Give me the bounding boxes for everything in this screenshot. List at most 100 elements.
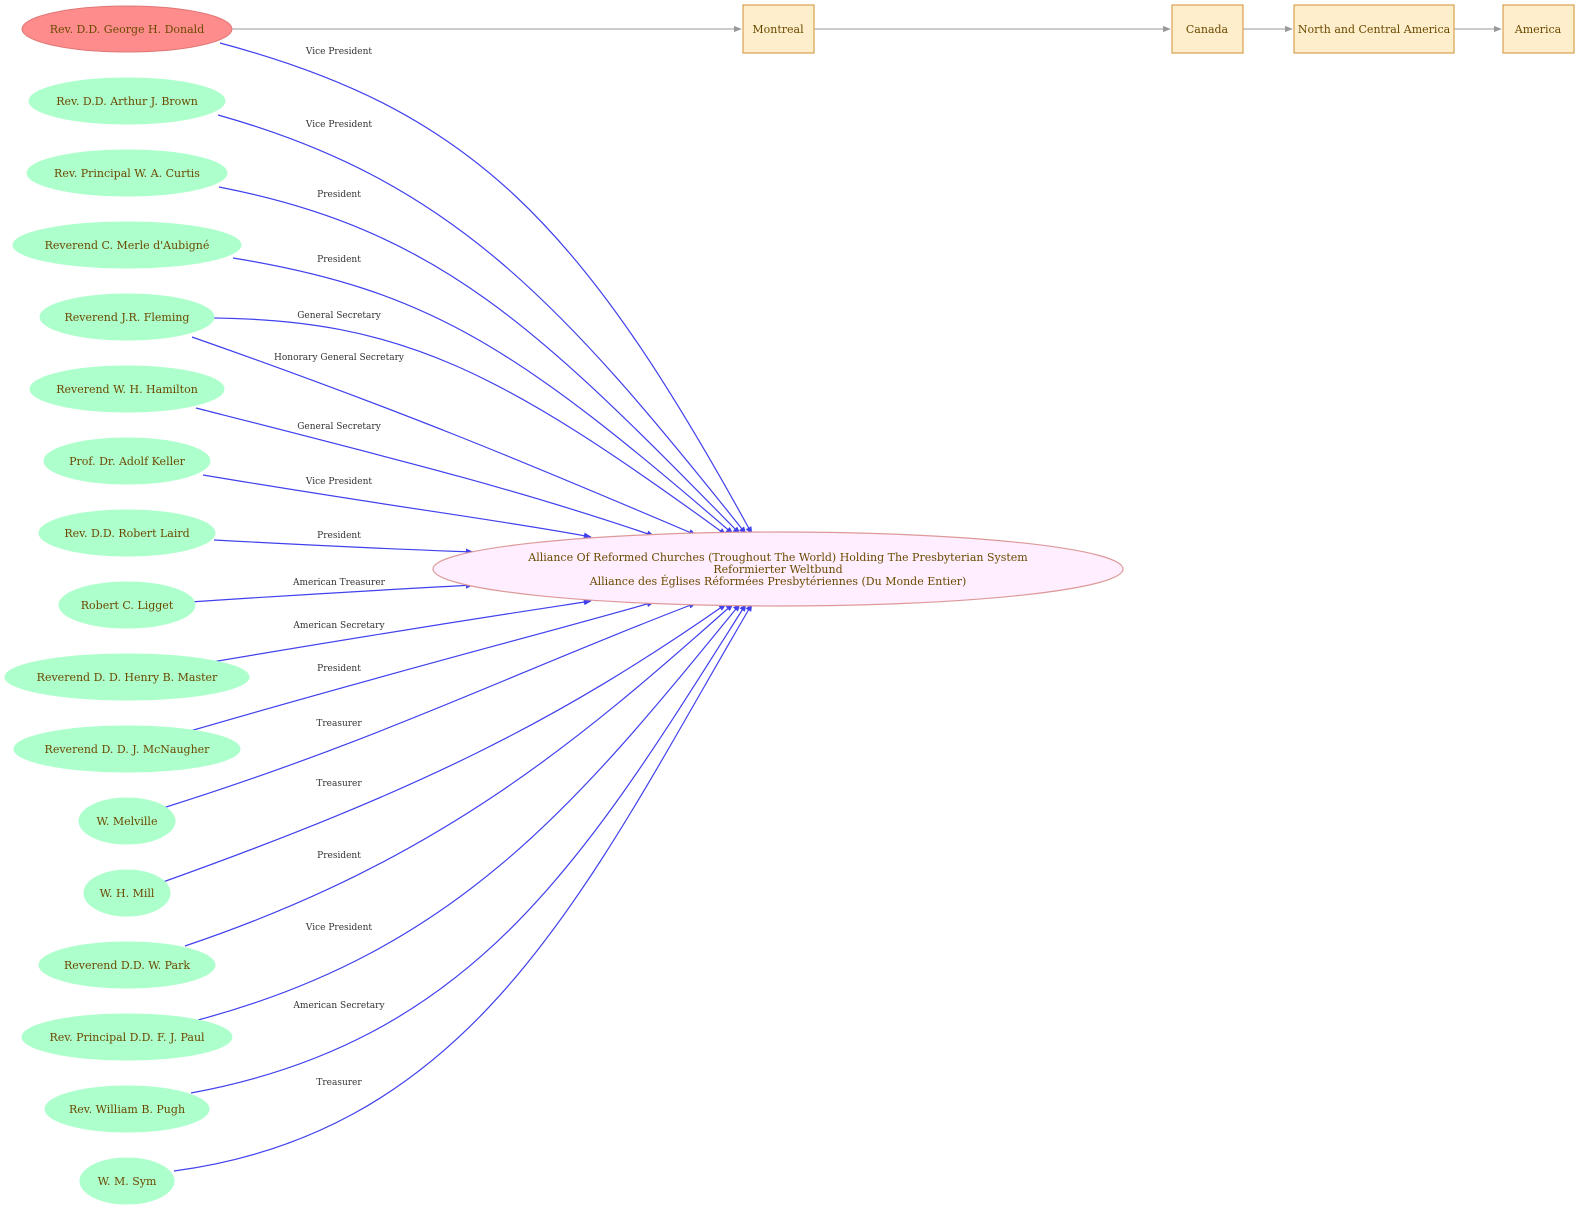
organization-node[interactable]: Alliance Of Reformed Churches (Troughout… (432, 531, 1124, 607)
person-node[interactable]: Rev. D.D. Arthur J. Brown (28, 77, 226, 125)
person-node[interactable]: Reverend D. D. J. McNaugher (13, 725, 241, 773)
person-ellipse (13, 725, 241, 773)
place-name: America (1514, 23, 1562, 36)
edge-label: Honorary General Secretary (274, 353, 405, 363)
organization-name-en: Alliance Of Reformed Churches (Troughout… (527, 551, 1028, 564)
organization-ellipse (432, 531, 1124, 607)
edge-role-17 (173, 603, 753, 1172)
edge-role-6 (195, 407, 655, 537)
person-name: Rev. Principal D.D. F. J. Paul (49, 1031, 205, 1044)
person-ellipse (38, 941, 216, 989)
edge-role-2 (218, 186, 741, 535)
person-name: W. Melville (97, 815, 158, 828)
person-node[interactable]: Rev. Principal D.D. F. J. Paul (21, 1013, 233, 1061)
edge-label: American Secretary (292, 1001, 385, 1011)
person-name: Rev. Principal W. A. Curtis (54, 167, 200, 180)
person-name: Reverend D. D. Henry B. Master (37, 671, 218, 684)
edge-role-12 (162, 602, 697, 809)
person-node[interactable]: Reverend J.R. Fleming (39, 293, 215, 341)
edge-role-7 (202, 474, 592, 539)
person-ellipse (29, 365, 225, 413)
person-node[interactable]: Rev. William B. Pugh (44, 1085, 210, 1133)
edge-role-3 (232, 257, 734, 535)
place-name: Canada (1186, 23, 1229, 36)
place-node-america[interactable]: America (1502, 4, 1575, 54)
edge-role-11 (189, 600, 655, 732)
edge-label: Vice President (305, 47, 373, 57)
edge-label: President (317, 255, 361, 265)
edge-label: American Secretary (292, 621, 385, 631)
edge-role-9 (189, 582, 474, 603)
edge-label: American Treasurer (292, 578, 386, 588)
person-ellipse (78, 797, 176, 845)
person-name: Reverend D. D. J. McNaugher (45, 743, 211, 756)
person-name: Rev. D.D. Arthur J. Brown (56, 95, 198, 108)
people-nodes: Rev. D.D. George H. Donald Rev. D.D. Art… (4, 5, 250, 1205)
edge-label: Vice President (305, 120, 373, 130)
organization-name-de: Reformierter Weltbund (713, 563, 842, 576)
person-node[interactable]: Reverend D. D. Henry B. Master (4, 653, 250, 701)
edge-role-10 (211, 598, 592, 663)
person-ellipse-highlight (21, 5, 233, 53)
person-name: Rev. William B. Pugh (69, 1103, 185, 1116)
person-node[interactable]: Rev. D.D. Robert Laird (38, 509, 216, 557)
edge-role-1 (217, 114, 747, 535)
person-ellipse (79, 1157, 175, 1205)
edge-label: President (317, 190, 361, 200)
edge-label: Treasurer (316, 779, 362, 789)
person-node[interactable]: Prof. Dr. Adolf Keller (43, 437, 211, 485)
person-ellipse (39, 293, 215, 341)
role-edges (162, 42, 753, 1172)
place-box (1293, 4, 1455, 54)
person-name: Reverend J.R. Fleming (65, 311, 190, 324)
place-box (1171, 4, 1244, 54)
edge-label: Vice President (305, 477, 373, 487)
person-node[interactable]: Rev. D.D. George H. Donald (21, 5, 233, 53)
edge-role-15 (197, 603, 741, 1021)
edge-role-4 (212, 317, 727, 536)
person-name: Rev. D.D. George H. Donald (50, 23, 205, 36)
person-node[interactable]: Reverend D.D. W. Park (38, 941, 216, 989)
edge-role-5 (191, 336, 697, 536)
person-name: W. H. Mill (100, 887, 155, 900)
place-name: Montreal (752, 23, 804, 36)
person-ellipse (38, 509, 216, 557)
edge-label: President (317, 531, 361, 541)
person-name: Rev. D.D. Robert Laird (64, 527, 189, 540)
place-node-canada[interactable]: Canada (1171, 4, 1244, 54)
edge-label: Vice President (305, 923, 373, 933)
place-name: North and Central America (1298, 23, 1451, 36)
edge-label: Treasurer (316, 1078, 362, 1088)
edge-role-8 (213, 539, 474, 555)
place-node-north-central-america[interactable]: North and Central America (1293, 4, 1455, 54)
person-ellipse (83, 869, 171, 917)
person-ellipse (4, 653, 250, 701)
edge-label: Treasurer (316, 719, 362, 729)
person-name: Reverend W. H. Hamilton (56, 383, 198, 396)
edge-label: General Secretary (297, 422, 381, 432)
organization-name-fr: Alliance des Églises Réformées Presbytér… (589, 574, 967, 588)
edge-role-16 (190, 603, 747, 1094)
place-node-montreal[interactable]: Montreal (742, 4, 815, 54)
edge-role-13 (162, 603, 727, 883)
person-ellipse (28, 77, 226, 125)
person-node[interactable]: W. Melville (78, 797, 176, 845)
place-nodes: Montreal Canada North and Central Americ… (742, 4, 1575, 54)
person-name: Reverend C. Merle d'Aubigné (45, 239, 210, 252)
person-node[interactable]: Rev. Principal W. A. Curtis (26, 149, 228, 197)
edge-role-0 (219, 42, 753, 535)
person-node[interactable]: Reverend C. Merle d'Aubigné (12, 221, 242, 269)
person-ellipse (58, 581, 196, 629)
person-node[interactable]: Reverend W. H. Hamilton (29, 365, 225, 413)
person-node[interactable]: W. M. Sym (79, 1157, 175, 1205)
person-node[interactable]: Robert C. Ligget (58, 581, 196, 629)
person-name: Robert C. Ligget (81, 599, 174, 612)
person-ellipse (43, 437, 211, 485)
person-node[interactable]: W. H. Mill (83, 869, 171, 917)
place-box (742, 4, 815, 54)
edge-labels: Vice President Vice President President … (274, 47, 405, 1088)
person-name: W. M. Sym (98, 1175, 157, 1188)
place-box (1502, 4, 1575, 54)
person-ellipse (44, 1085, 210, 1133)
